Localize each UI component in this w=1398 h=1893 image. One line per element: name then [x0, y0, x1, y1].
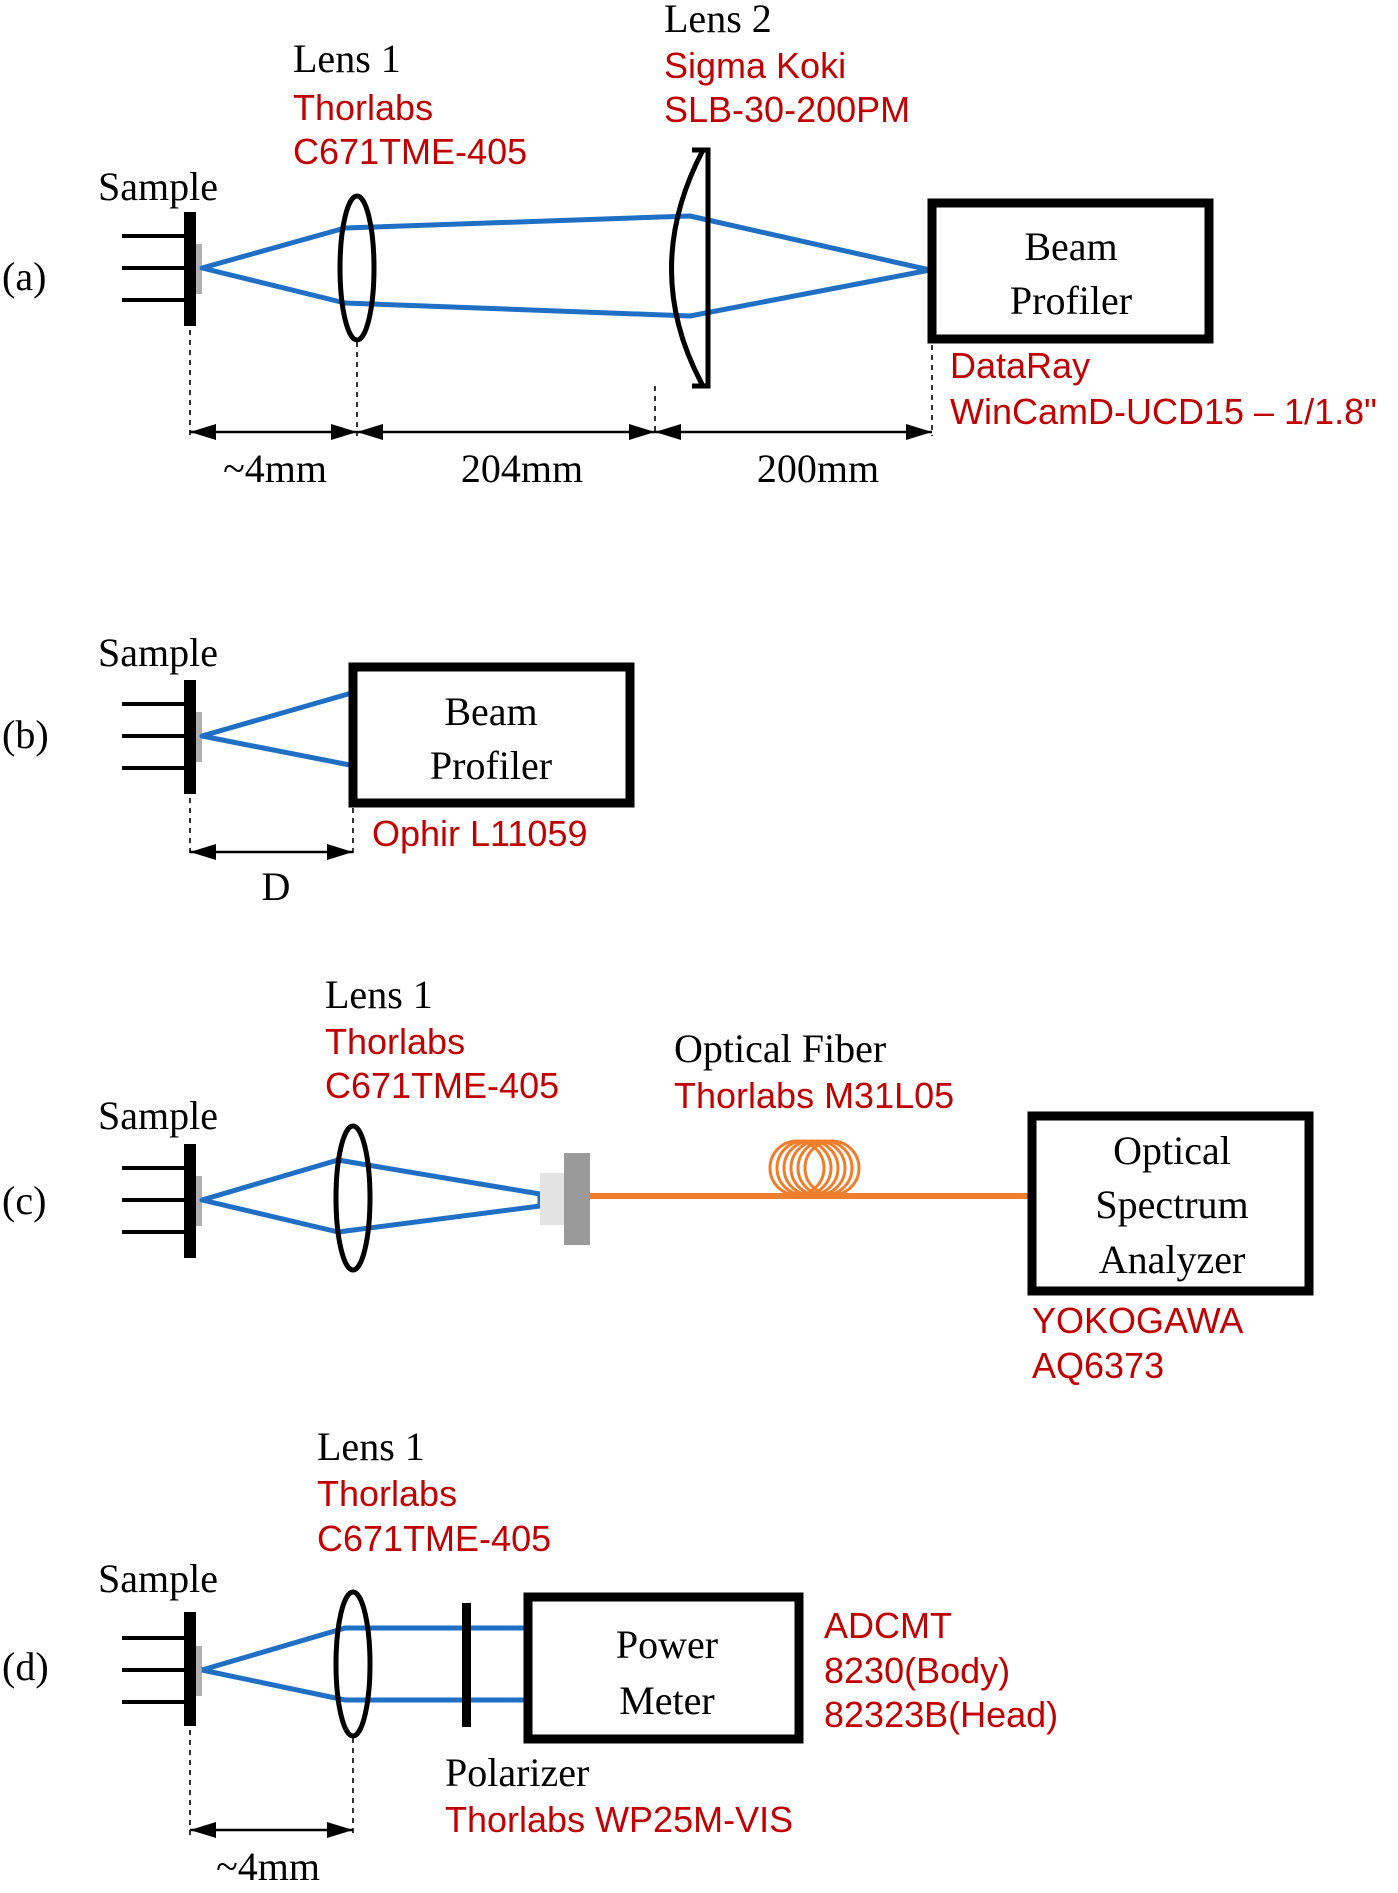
- polarizer-d-name: Polarizer: [445, 1750, 589, 1795]
- sample-d-label: Sample: [98, 1556, 218, 1601]
- lens1-d-model: C671TME-405: [317, 1518, 551, 1559]
- dim-b-1: D: [262, 864, 291, 909]
- dim-a-1: ~4mm: [223, 446, 327, 491]
- power-meter-d: [523, 1592, 804, 1744]
- beam-profiler-a-line2: Profiler: [1010, 278, 1132, 323]
- polarizer-d-model: Thorlabs WP25M-VIS: [445, 1799, 793, 1840]
- panel-d: (d) Sample Lens 1 Thorlabs C671TME-405 P…: [2, 1424, 1058, 1889]
- sample-a: [122, 212, 202, 326]
- lens1-a-vendor: Thorlabs: [293, 87, 433, 128]
- lens1-a: [337, 193, 377, 343]
- optical-fiber-c: [590, 1139, 1032, 1199]
- spectrum-analyzer-c-model: AQ6373: [1032, 1345, 1164, 1386]
- spectrum-analyzer-c: [1027, 1111, 1314, 1296]
- fiber-connector-c: [540, 1153, 590, 1245]
- sample-c: [122, 1144, 202, 1258]
- beam-d: [201, 1625, 530, 1703]
- power-meter-d-line1: Power: [616, 1622, 718, 1667]
- fiber-c-model: Thorlabs M31L05: [674, 1075, 954, 1116]
- power-meter-d-vendor: ADCMT: [824, 1605, 952, 1646]
- panel-c-tag: (c): [2, 1178, 46, 1223]
- beam-profiler-a-line1: Beam: [1024, 224, 1117, 269]
- beam-profiler-a: [927, 198, 1214, 344]
- power-meter-d-line2: Meter: [619, 1678, 715, 1723]
- dim-a-2: 204mm: [461, 446, 583, 491]
- sample-b: [122, 680, 202, 794]
- lens1-a-name: Lens 1: [293, 36, 401, 81]
- beam-profiler-b-line2: Profiler: [430, 743, 552, 788]
- spectrum-analyzer-c-line3: Analyzer: [1099, 1237, 1246, 1282]
- panel-a-tag: (a): [2, 254, 46, 299]
- lens1-a-model: C671TME-405: [293, 131, 527, 172]
- dim-a-3: 200mm: [757, 446, 879, 491]
- panel-c: (c) Sample Lens 1 Thorlabs C671TME-405: [2, 972, 1314, 1386]
- sample-b-label: Sample: [98, 630, 218, 675]
- lens1-d-vendor: Thorlabs: [317, 1473, 457, 1514]
- beam-profiler-a-vendor: DataRay: [950, 345, 1090, 386]
- beam-profiler-b: [348, 662, 635, 808]
- sample-c-label: Sample: [98, 1093, 218, 1138]
- spectrum-analyzer-c-vendor: YOKOGAWA: [1032, 1300, 1243, 1341]
- dimension-a: [190, 424, 932, 440]
- beam-profiler-a-model: WinCamD-UCD15 – 1/1.8": [950, 391, 1377, 432]
- lens2-a: [669, 147, 711, 389]
- lens1-c: [333, 1123, 373, 1273]
- spectrum-analyzer-c-line2: Spectrum: [1095, 1182, 1248, 1227]
- lens2-a-vendor: Sigma Koki: [664, 45, 846, 86]
- lens1-c-vendor: Thorlabs: [325, 1021, 465, 1062]
- panel-b-tag: (b): [2, 712, 49, 757]
- spectrum-analyzer-c-line1: Optical: [1113, 1128, 1231, 1173]
- beam-profiler-b-model: Ophir L11059: [372, 813, 588, 854]
- lens1-c-name: Lens 1: [325, 972, 433, 1017]
- dim-d-1: ~4mm: [216, 1844, 320, 1889]
- panel-b: (b) Sample Beam Profiler Ophir L11059 D: [2, 630, 635, 909]
- beam-a: [199, 213, 933, 319]
- panel-a: (a) Sample Lens 1 Thorlabs C671TME-405 L…: [2, 0, 1377, 491]
- polarizer-d: [462, 1603, 471, 1727]
- dimension-b: [190, 844, 353, 860]
- sample-a-label: Sample: [98, 164, 218, 209]
- dimension-d: [190, 1822, 353, 1838]
- power-meter-d-body: 8230(Body): [824, 1650, 1010, 1691]
- lens2-a-model: SLB-30-200PM: [664, 89, 910, 130]
- fiber-c-name: Optical Fiber: [674, 1026, 886, 1071]
- lens1-c-model: C671TME-405: [325, 1065, 559, 1106]
- lens1-d: [333, 1589, 373, 1739]
- panel-d-tag: (d): [2, 1644, 49, 1689]
- power-meter-d-head: 82323B(Head): [824, 1694, 1058, 1735]
- sample-d: [122, 1612, 202, 1726]
- beam-profiler-b-line1: Beam: [444, 689, 537, 734]
- lens2-a-name: Lens 2: [664, 0, 772, 41]
- lens1-d-name: Lens 1: [317, 1424, 425, 1469]
- beam-b: [199, 689, 356, 769]
